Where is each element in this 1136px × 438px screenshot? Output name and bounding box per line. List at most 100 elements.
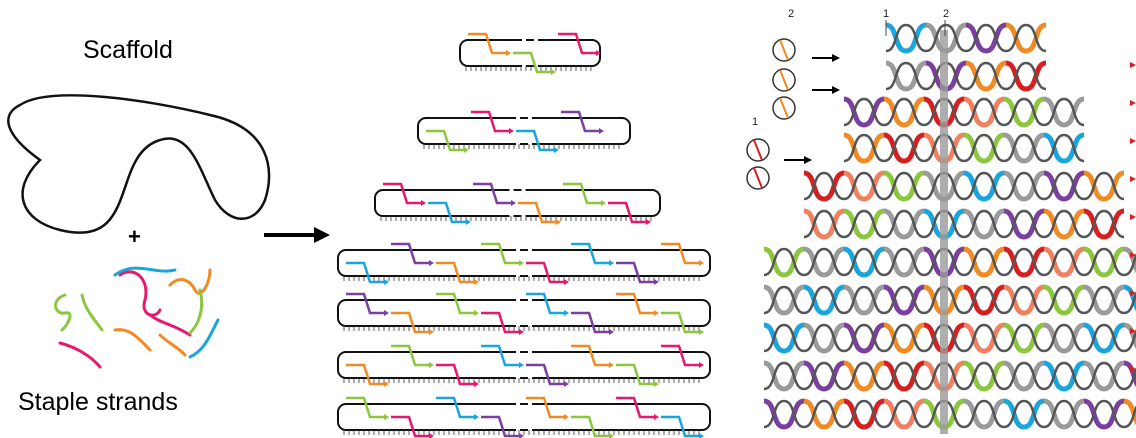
- cross-section-icon: [772, 38, 796, 62]
- helix-backbone: [803, 399, 845, 429]
- plus-sign: +: [128, 224, 141, 249]
- helix-strand: [1005, 22, 1047, 54]
- helix-strand: [1043, 322, 1085, 354]
- helix-backbone: [1005, 61, 1047, 91]
- helix-strand: [843, 170, 885, 202]
- staple-path: [346, 261, 384, 284]
- cross-section-icon: [772, 68, 796, 92]
- staple-arrowhead: [429, 433, 434, 438]
- staple-strand: [80, 293, 104, 332]
- scaffold-helix: [374, 189, 661, 217]
- helix-backbone: [883, 285, 925, 315]
- helix-backbone: [763, 285, 805, 315]
- staple-strand: [113, 328, 152, 352]
- staple-path: [436, 363, 474, 386]
- edge-marker: [1130, 176, 1136, 182]
- staple-arrowhead: [699, 433, 704, 438]
- helix-strand: [803, 284, 845, 316]
- edge-marker: [1130, 290, 1136, 296]
- double-helix: [763, 360, 1136, 392]
- helix-strand: [883, 322, 925, 354]
- staple-arrowhead: [429, 260, 434, 266]
- helix-backbone: [843, 247, 885, 277]
- strand-line: [779, 69, 789, 91]
- edge-marker: [1130, 366, 1136, 372]
- helix-backbone: [883, 399, 925, 429]
- helix-backbone: [883, 247, 925, 277]
- staple-path: [526, 292, 564, 315]
- helix-backbone: [883, 171, 925, 201]
- helix-strand: [1003, 246, 1045, 278]
- helix-pair-row: [337, 242, 711, 285]
- helix-backbone: [1003, 97, 1045, 127]
- scaffold-loop: [7, 94, 271, 234]
- helix-backbone: [803, 361, 845, 391]
- helix-backbone: [843, 323, 885, 353]
- helix-backbone: [843, 399, 885, 429]
- helix-backbone: [1083, 323, 1125, 353]
- helix-backbone: [1043, 209, 1085, 239]
- staple-arrowhead: [599, 128, 604, 134]
- helix-backbone: [883, 361, 925, 391]
- staple-arrowhead: [474, 279, 479, 285]
- edge-marker: [1130, 62, 1136, 68]
- edge-marker: [1130, 328, 1136, 334]
- helix-backbone: [1083, 285, 1125, 315]
- helix-strand: [843, 96, 885, 128]
- helix-backbone: [803, 209, 845, 239]
- helix-strand: [1043, 132, 1085, 164]
- top-marker-2: 2: [943, 8, 950, 20]
- staple-arrowhead: [429, 329, 434, 335]
- staple-path: [346, 396, 384, 419]
- staple-arrowhead: [609, 362, 614, 368]
- staple-strand: [188, 318, 220, 359]
- helix-backbone: [1043, 399, 1085, 429]
- helix-strand: [883, 132, 925, 164]
- helix-strand: [963, 284, 1005, 316]
- helix-strand: [1043, 246, 1085, 278]
- helix-backbone: [963, 209, 1005, 239]
- helix-backbone: [1123, 291, 1136, 315]
- helix-strand: [965, 22, 1007, 54]
- helix-strand: [1083, 170, 1125, 202]
- helix-backbone: [883, 323, 925, 353]
- helix-backbone: [1083, 247, 1125, 277]
- helix-backbone: [803, 247, 845, 277]
- staple-path: [481, 344, 519, 367]
- helix-pair-row: [337, 292, 711, 335]
- helix-strand: [843, 208, 885, 240]
- helix-backbone: [963, 361, 1005, 391]
- double-helix: [803, 170, 1125, 202]
- staple-arrowhead: [519, 329, 524, 335]
- helix-backbone: [1003, 399, 1045, 429]
- staple-path: [391, 242, 429, 265]
- staple-path: [526, 396, 564, 419]
- helix-backbone: [1083, 209, 1125, 239]
- helix-strand: [1043, 208, 1085, 240]
- helix-backbone: [1003, 133, 1045, 163]
- helix-strand: [803, 208, 845, 240]
- staple-arrowhead: [699, 362, 704, 368]
- helix-strand: [1005, 60, 1047, 92]
- strand-line: [779, 39, 789, 61]
- staple-arrowhead: [511, 200, 516, 206]
- staple-strand: [54, 293, 72, 332]
- staple-path: [391, 415, 429, 438]
- helix-strand: [963, 360, 1005, 392]
- helix-backbone: [1003, 171, 1045, 201]
- helix-strand: [1003, 132, 1045, 164]
- staple-arrowhead: [466, 219, 471, 225]
- helix-backbone: [1003, 361, 1045, 391]
- helix-backbone: [1043, 97, 1085, 127]
- staple-arrowhead: [384, 381, 389, 387]
- helix-pair-row: [337, 396, 711, 438]
- staple-arrowhead: [564, 310, 569, 316]
- helix-strand: [1083, 284, 1125, 316]
- helix-backbone: [885, 61, 927, 91]
- staple-path: [436, 292, 474, 315]
- helix-backbone: [963, 171, 1005, 201]
- helix-strand: [1003, 208, 1045, 240]
- staple-arrowhead: [609, 433, 614, 438]
- helix-backbone: [963, 97, 1005, 127]
- helix-strand: [883, 96, 925, 128]
